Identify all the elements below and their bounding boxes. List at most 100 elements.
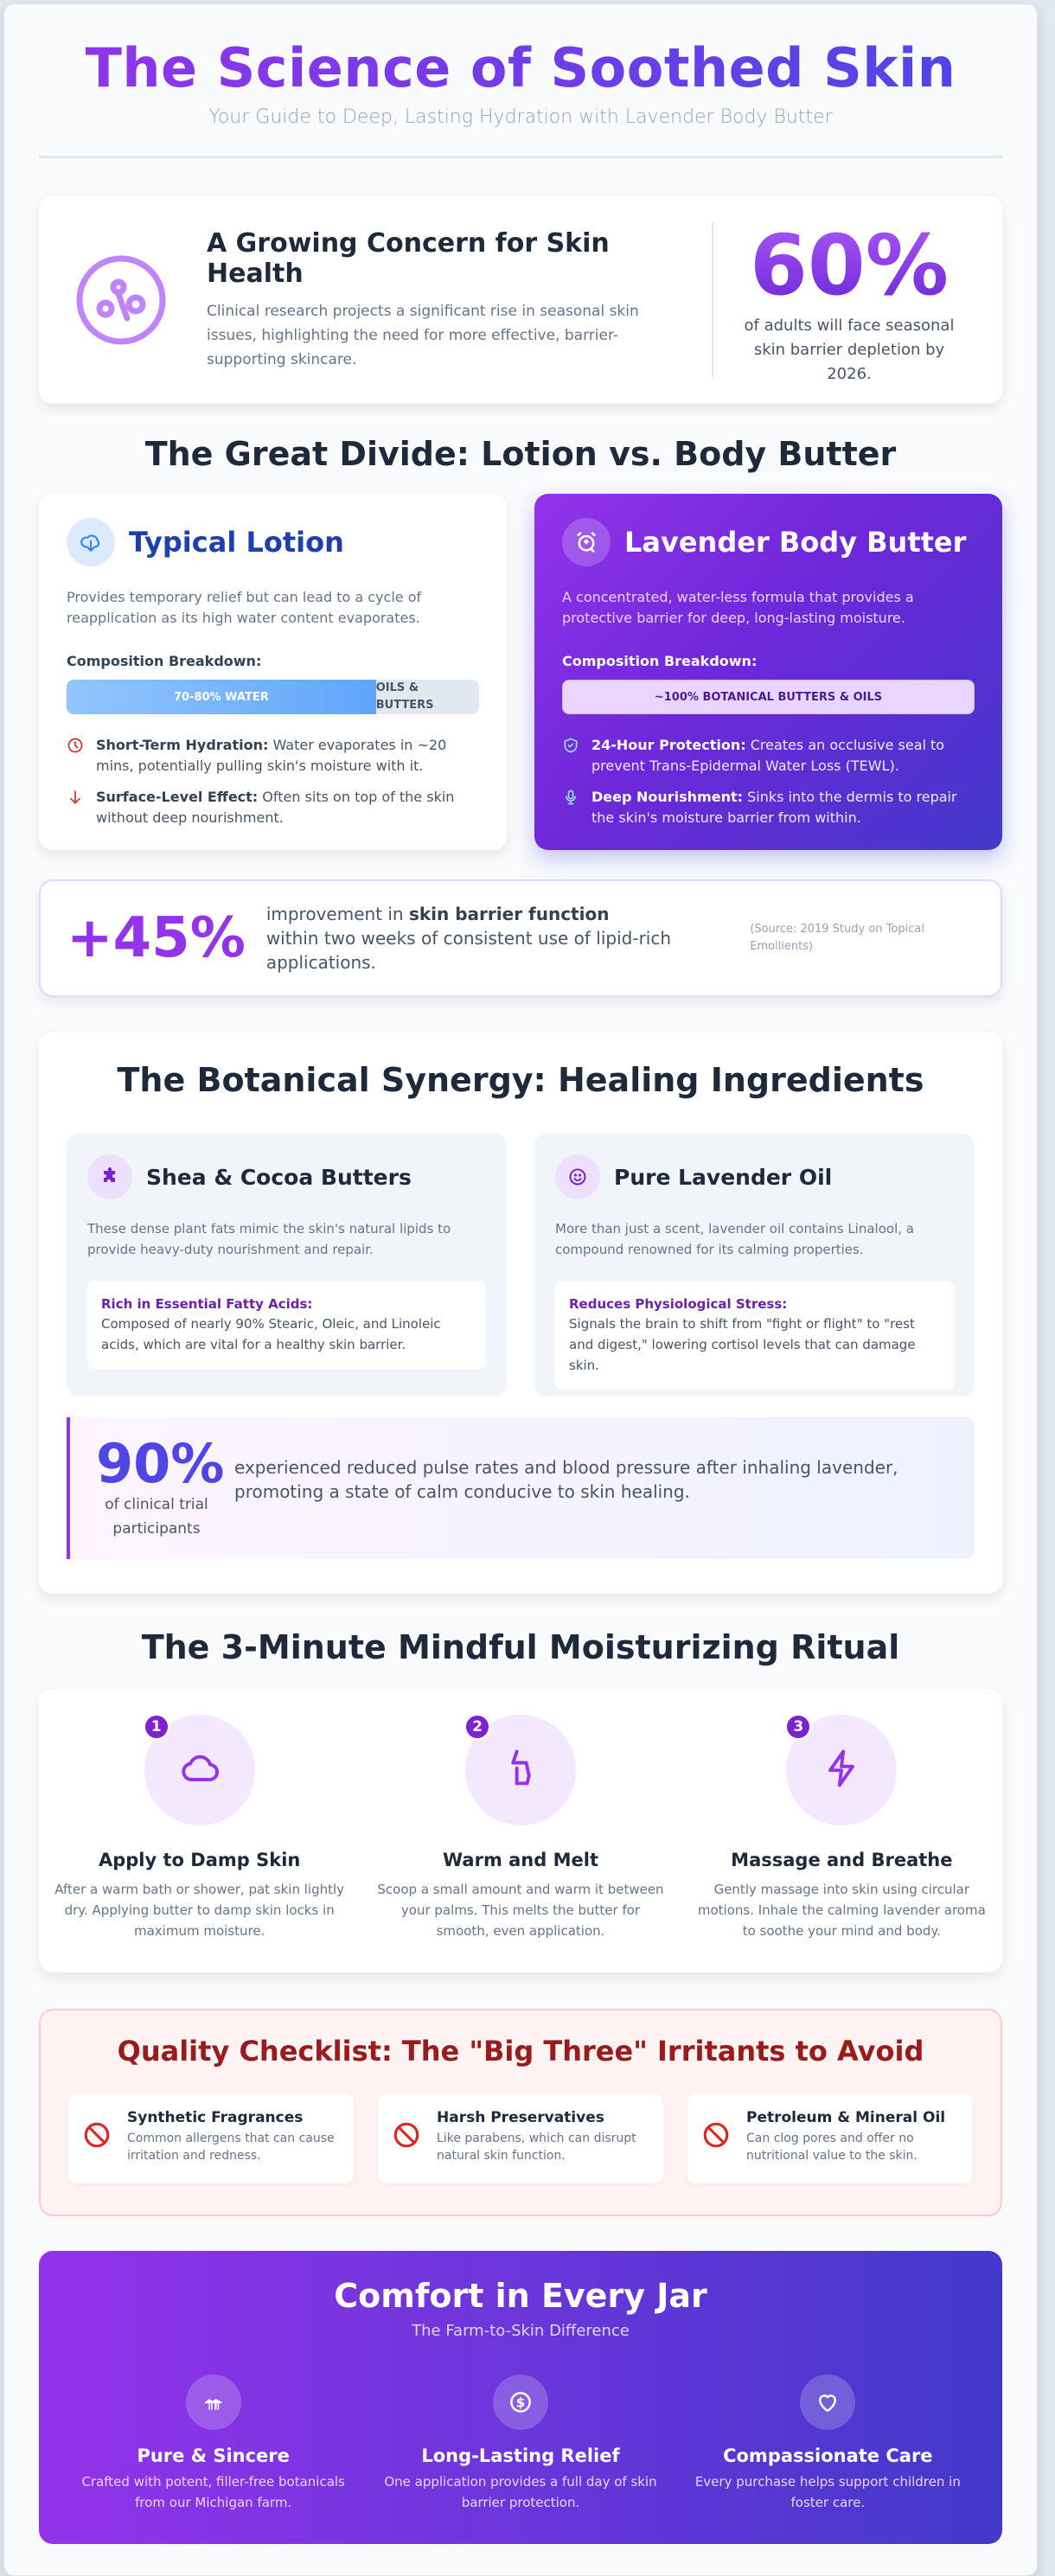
bar-water-segment: 70-80% WATER xyxy=(67,680,376,714)
step-number: 1 xyxy=(142,1713,170,1741)
point-title: Short-Term Hydration: xyxy=(96,737,269,753)
ritual-step: 1 Apply to Damp Skin After a warm bath o… xyxy=(39,1713,360,1941)
arrow-down-icon xyxy=(67,789,84,828)
step-description: Gently massage into skin using circular … xyxy=(697,1882,986,1939)
cloud-download-icon xyxy=(67,518,115,566)
value-description: One application provides a full day of s… xyxy=(384,2474,657,2510)
comparison-title: The Great Divide: Lotion vs. Body Butter xyxy=(144,435,897,473)
heart-icon xyxy=(800,2375,856,2430)
irritant-description: Common allergens that can cause irritati… xyxy=(127,2132,335,2163)
step-description: After a warm bath or shower, pat skin li… xyxy=(54,1882,345,1939)
concern-stat: 60% of adults will face seasonal skin ba… xyxy=(712,222,968,383)
value-item: $ Long-Lasting Relief One application pr… xyxy=(367,2375,674,2513)
concern-title: A Growing Concern for Skin Health xyxy=(207,228,610,289)
microphone-icon xyxy=(562,789,579,828)
bar-oils-segment: OILS & BUTTERS xyxy=(375,680,479,714)
lotion-card: Typical Lotion Provides temporary relief… xyxy=(39,494,507,850)
dollar-coin-icon: $ xyxy=(492,2375,548,2430)
lavender-stat-callout: 90% of clinical trial participants exper… xyxy=(67,1417,975,1559)
value-name: Long-Lasting Relief xyxy=(421,2445,620,2466)
ingredient-card-shea: Shea & Cocoa Butters These dense plant f… xyxy=(67,1134,507,1397)
irritant-item: Synthetic Fragrances Common allergens th… xyxy=(68,2093,354,2183)
irritant-item: Petroleum & Mineral Oil Can clog pores a… xyxy=(687,2093,973,2183)
value-description: Crafted with potent, filler-free botanic… xyxy=(81,2474,345,2510)
irritant-name: Petroleum & Mineral Oil xyxy=(746,2109,946,2126)
value-name: Compassionate Care xyxy=(723,2445,933,2466)
ritual-step: 3 Massage and Breathe Gently massage int… xyxy=(681,1713,1002,1941)
cloud-icon xyxy=(177,1746,222,1794)
banner-title: Comfort in Every Jar xyxy=(334,2277,707,2315)
concern-card: A Growing Concern for Skin Health Clinic… xyxy=(39,196,1002,404)
stat-value-45: +45% xyxy=(67,906,246,970)
point-title: 24-Hour Protection: xyxy=(591,737,746,753)
botanical-section: The Botanical Synergy: Healing Ingredien… xyxy=(39,1032,1002,1594)
irritant-name: Synthetic Fragrances xyxy=(127,2109,304,2126)
irritant-name: Harsh Preservatives xyxy=(437,2109,604,2126)
butter-description: A concentrated, water-less formula that … xyxy=(562,589,914,626)
highlight-text: Composed of nearly 90% Stearic, Oleic, a… xyxy=(101,1316,441,1352)
page-subtitle: Your Guide to Deep, Lasting Hydration wi… xyxy=(208,106,833,128)
stat-source: (Source: 2019 Study on Topical Emollient… xyxy=(750,923,924,953)
ingredient-name: Pure Lavender Oil xyxy=(614,1164,833,1190)
lightning-bolt-icon xyxy=(819,1746,864,1794)
stat-value-60: 60% xyxy=(731,222,968,309)
lotion-description: Provides temporary relief but can lead t… xyxy=(67,589,422,626)
page-header: The Science of Soothed Skin Your Guide t… xyxy=(39,4,1002,158)
step-name: Apply to Damp Skin xyxy=(98,1850,301,1870)
highlight-title: Reduces Physiological Stress: xyxy=(569,1296,788,1312)
ingredient-description: More than just a scent, lavender oil con… xyxy=(555,1221,914,1257)
infographic-page: The Science of Soothed Skin Your Guide t… xyxy=(3,3,1038,2576)
highlight-text: Signals the brain to shift from "fight o… xyxy=(569,1316,916,1373)
puzzle-piece-icon xyxy=(87,1154,132,1199)
ritual-step: 2 Warm and Melt Scoop a small amount and… xyxy=(360,1713,681,1941)
stat-value-90: 90% xyxy=(96,1432,225,1495)
lotion-composition-label: Composition Breakdown: xyxy=(67,653,262,669)
point-title: Deep Nourishment: xyxy=(591,789,744,805)
ritual-title: The 3-Minute Mindful Moisturizing Ritual xyxy=(141,1628,900,1666)
lotion-composition-bar: 70-80% WATER OILS & BUTTERS xyxy=(67,680,479,714)
lotion-point: Surface-Level Effect: Often sits on top … xyxy=(67,787,479,828)
stat-90-text: experienced reduced pulse rates and bloo… xyxy=(234,1457,898,1502)
irritant-item: Harsh Preservatives Like parabens, which… xyxy=(378,2093,663,2183)
ritual-steps: 1 Apply to Damp Skin After a warm bath o… xyxy=(39,1689,1002,1972)
stat-caption: of adults will face seasonal skin barrie… xyxy=(744,316,955,383)
botanical-title: The Botanical Synergy: Healing Ingredien… xyxy=(117,1061,924,1099)
step-name: Massage and Breathe xyxy=(731,1850,953,1870)
lotion-title: Typical Lotion xyxy=(129,526,344,559)
value-name: Pure & Sincere xyxy=(137,2445,290,2466)
ingredient-card-lavender: Pure Lavender Oil More than just a scent… xyxy=(534,1134,975,1397)
hand-icon xyxy=(498,1746,543,1794)
concern-description: Clinical research projects a significant… xyxy=(207,303,639,368)
ingredient-description: These dense plant fats mimic the skin's … xyxy=(87,1221,451,1257)
butter-point: Deep Nourishment: Sinks into the dermis … xyxy=(562,787,975,828)
barrier-stat-card: +45% improvement in skin barrier functio… xyxy=(39,879,1002,997)
ingredient-highlight: Reduces Physiological Stress: Signals th… xyxy=(555,1281,954,1390)
ingredient-highlight: Rich in Essential Fatty Acids: Composed … xyxy=(87,1281,486,1369)
clock-icon xyxy=(67,737,84,777)
farm-icon xyxy=(185,2375,241,2430)
butter-title: Lavender Body Butter xyxy=(624,526,967,559)
lotion-point: Short-Term Hydration: Water evaporates i… xyxy=(67,735,479,777)
irritant-description: Can clog pores and offer no nutritional … xyxy=(746,2132,918,2163)
stat-90-caption: of clinical trial participants xyxy=(105,1496,208,1537)
butter-card: Lavender Body Butter A concentrated, wat… xyxy=(534,494,1002,850)
svg-text:$: $ xyxy=(516,2395,525,2411)
alarm-clock-icon xyxy=(562,518,611,566)
prohibited-icon xyxy=(701,2120,731,2153)
irritant-description: Like parabens, which can disrupt natural… xyxy=(437,2132,636,2163)
value-item: Compassionate Care Every purchase helps … xyxy=(675,2375,981,2513)
step-name: Warm and Melt xyxy=(443,1850,598,1870)
stat-text-pre: improvement in xyxy=(265,904,409,924)
irritants-checklist: Quality Checklist: The "Big Three" Irrit… xyxy=(39,2009,1002,2216)
smile-icon xyxy=(555,1154,600,1199)
point-title: Surface-Level Effect: xyxy=(96,789,259,805)
value-description: Every purchase helps support children in… xyxy=(694,2474,961,2510)
comfort-banner: Comfort in Every Jar The Farm-to-Skin Di… xyxy=(39,2251,1002,2544)
stat-text-bold: skin barrier function xyxy=(408,904,610,924)
shield-check-icon xyxy=(562,737,579,777)
page-title: The Science of Soothed Skin xyxy=(39,37,1002,99)
prohibited-icon xyxy=(82,2120,112,2153)
ingredient-name: Shea & Cocoa Butters xyxy=(146,1164,412,1190)
step-description: Scoop a small amount and warm it between… xyxy=(377,1882,664,1939)
point-text: Sinks into the dermis to repair the skin… xyxy=(591,789,957,826)
